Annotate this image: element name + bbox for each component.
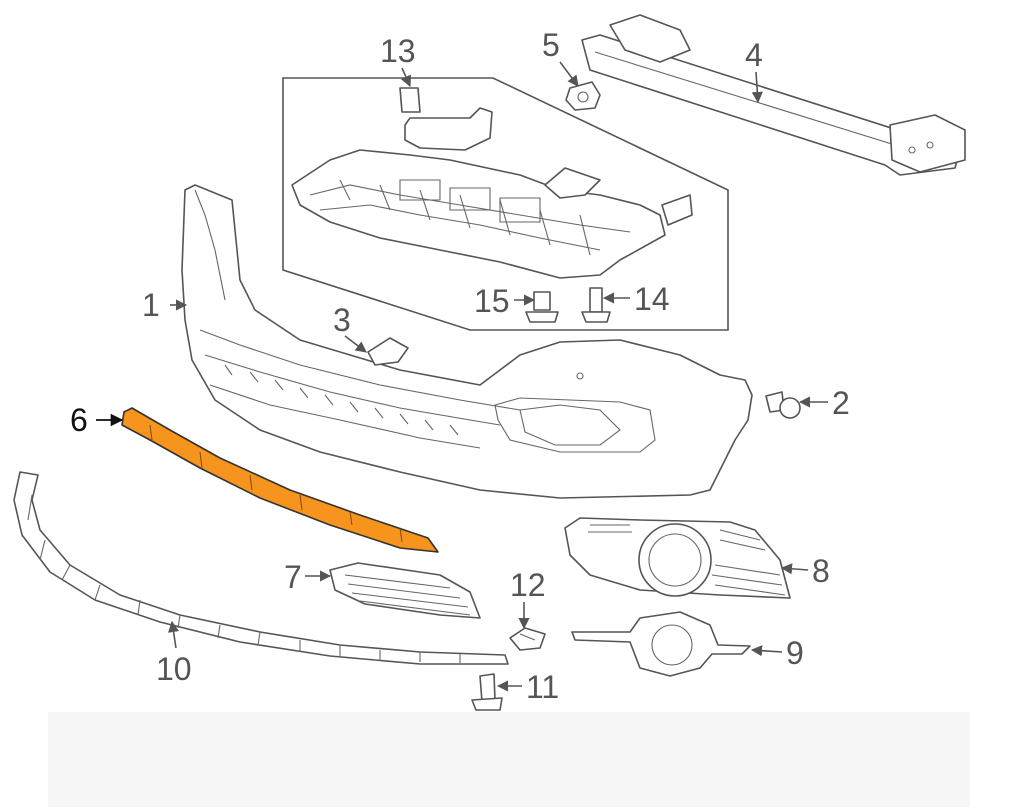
callout-14: 14 <box>634 281 670 317</box>
callout-5: 5 <box>542 27 560 63</box>
lower-shield-inset <box>282 77 729 331</box>
callouts: 13 5 4 1 3 2 6 7 8 9 10 12 11 15 14 <box>70 27 850 705</box>
inset-box <box>282 77 729 331</box>
impact-bar <box>581 14 966 176</box>
lower-band <box>48 712 970 807</box>
grille-insert-7 <box>329 562 481 619</box>
bumper-cover <box>181 184 753 499</box>
leader-lines <box>96 61 828 692</box>
callout-3: 3 <box>333 302 351 338</box>
callout-6: 6 <box>70 402 88 438</box>
callout-8: 8 <box>812 553 830 589</box>
energy-absorber-highlighted <box>121 407 439 553</box>
callout-7: 7 <box>284 559 302 595</box>
callout-1: 1 <box>142 287 160 323</box>
callout-12: 12 <box>510 567 546 603</box>
fog-bezel-8 <box>564 517 791 599</box>
shield-bracket <box>404 107 493 151</box>
callout-11: 11 <box>526 669 559 705</box>
shield-clip <box>399 87 421 113</box>
callout-4: 4 <box>745 37 763 73</box>
bracket-3 <box>367 337 409 366</box>
callout-2: 2 <box>832 385 850 421</box>
shield-end-tab <box>661 194 693 226</box>
clip-nut-12 <box>509 627 546 651</box>
bolt-15 <box>525 291 559 323</box>
callout-9: 9 <box>786 635 804 671</box>
fog-lamp-opening <box>494 397 656 453</box>
callout-15: 15 <box>474 283 510 319</box>
lower-molding <box>13 471 509 665</box>
callout-10: 10 <box>156 651 192 687</box>
bolt-11 <box>471 673 503 711</box>
push-pin-2 <box>765 391 801 419</box>
impact-bar-left-bracket <box>609 14 691 63</box>
lower-shield <box>291 149 666 279</box>
fog-trim-9 <box>571 611 751 677</box>
shield-tab <box>544 167 601 199</box>
push-pin-5 <box>565 81 601 111</box>
bolt-14 <box>581 287 611 323</box>
callout-13: 13 <box>380 33 416 69</box>
